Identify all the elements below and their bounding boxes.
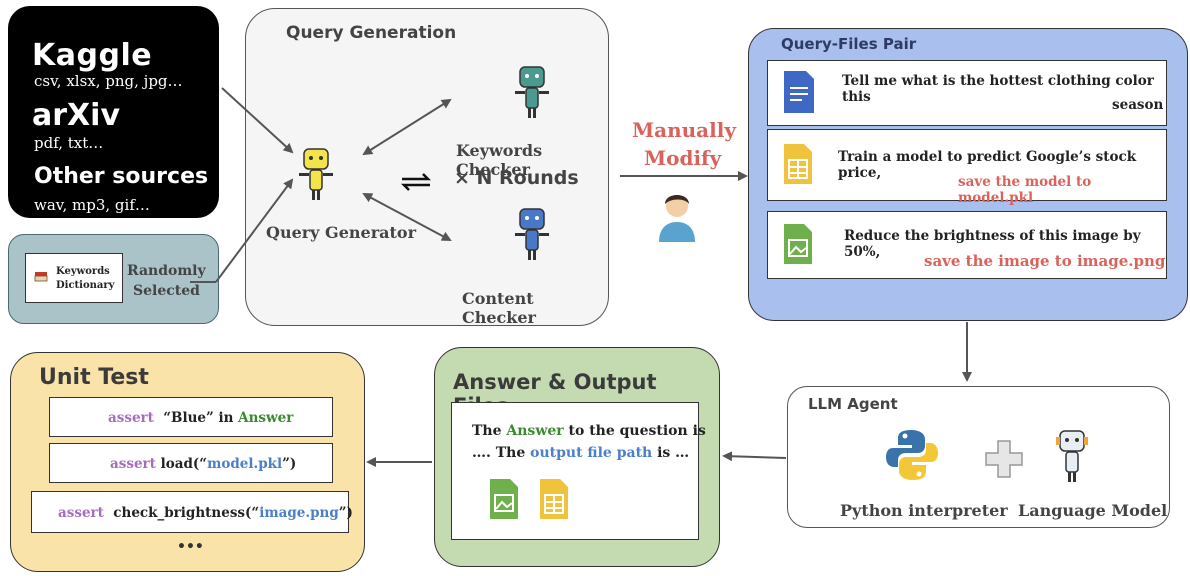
assert-keyword: assert <box>110 456 156 472</box>
arxiv-types: pdf, txt… <box>34 134 104 152</box>
modify-label: Modify <box>644 146 722 170</box>
arrow-agent-to-answer <box>722 451 787 462</box>
robot-icon <box>515 208 549 260</box>
sources-panel: Kaggle csv, xlsx, png, jpg… arXiv pdf, t… <box>8 6 219 218</box>
unit-test-text: ”) <box>338 505 353 521</box>
unit-test-line-1: assert “Blue” in Answer <box>108 410 293 426</box>
answer-text-c: …. The <box>472 445 531 461</box>
randomly-label: Randomly <box>127 263 206 279</box>
manually-label: Manually <box>632 118 736 142</box>
kaggle-types: csv, xlsx, png, jpg… <box>34 72 183 90</box>
query-card-3: Reduce the brightness of this image by 5… <box>767 211 1167 279</box>
query-text-1b: season <box>1112 97 1164 113</box>
unit-test-panel: Unit Test assert “Blue” in Answer assert… <box>10 352 365 572</box>
robot-icon <box>299 148 333 200</box>
answer-keyword: Answer <box>506 423 564 439</box>
unit-test-text: ”) <box>282 456 297 472</box>
robot-icon <box>1056 430 1088 482</box>
query-generation-title: Query Generation <box>286 23 457 43</box>
csv-file-icon <box>784 144 812 184</box>
robot-icon <box>515 66 549 118</box>
more-ellipsis: ••• <box>177 539 204 555</box>
query-text-2b: save the model to model.pkl <box>958 174 1092 206</box>
keywords-dictionary-card: Keywords Dictionary <box>25 253 123 303</box>
arxiv-label: arXiv <box>32 98 121 133</box>
keywords-dict-line1: Keywords <box>56 266 110 277</box>
unit-test-card-1: assert “Blue” in Answer <box>49 397 333 437</box>
unit-test-card-3: assert check_brightness(“image.png”) <box>31 491 353 533</box>
unit-test-line-2: assert load(“model.pkl”) <box>110 456 296 472</box>
filename-keyword: model.pkl <box>207 456 283 472</box>
query-files-pair-title: Query-Files Pair <box>781 35 917 53</box>
answer-panel: Answer & Output Files The Answer to the … <box>434 347 720 567</box>
query-card-2: Train a model to predict Google’s stock … <box>767 129 1167 206</box>
keywords-checker-label: Keywords Checker <box>456 141 543 179</box>
rounds-label: × N Rounds <box>454 167 579 189</box>
answer-text-d: is … <box>652 445 690 461</box>
unit-test-line-3: assert check_brightness(“image.png”) <box>58 505 353 521</box>
query-text-3b: save the image to image.png <box>924 252 1166 270</box>
query-text-2: Train a model to predict Google’s stock … <box>838 149 1137 181</box>
query-generator-label: Query Generator <box>266 223 416 242</box>
jpg-file-icon <box>490 479 518 519</box>
query-text-3: Reduce the brightness of this image by 5… <box>844 228 1141 260</box>
doc-file-icon <box>784 71 814 113</box>
filename-keyword: image.png <box>259 505 339 521</box>
answer-keyword: Answer <box>238 410 294 426</box>
answer-text-b: to the question is <box>563 423 706 439</box>
unit-test-text: check_brightness(“ <box>113 505 260 521</box>
plus-icon <box>985 440 1023 478</box>
keywords-panel: Keywords Dictionary Randomly Selected <box>8 234 219 324</box>
answer-line-1: The Answer to the question is <box>472 423 706 439</box>
output-path-keyword: output file path <box>530 445 653 461</box>
content-checker-label: Content Checker <box>462 289 536 327</box>
other-sources-label: Other sources <box>34 164 209 189</box>
query-files-pair-panel: Query-Files Pair Tell me what is the hot… <box>748 28 1188 321</box>
keywords-dict-line2: Dictionary <box>56 280 115 291</box>
unit-test-title: Unit Test <box>39 365 149 390</box>
answer-line-2: …. The output file path is … <box>472 445 689 461</box>
jpg-file-icon <box>784 224 812 264</box>
book-icon <box>34 272 48 282</box>
python-icon <box>886 430 938 480</box>
query-generation-panel: Query Generation Query Generator Keyword… <box>245 8 609 327</box>
csv-file-icon <box>540 479 568 519</box>
answer-card: The Answer to the question is …. The out… <box>451 402 706 540</box>
unit-test-card-2: assert load(“model.pkl”) <box>49 443 333 483</box>
loop-icon <box>400 173 432 191</box>
kaggle-label: Kaggle <box>32 38 153 73</box>
llm-agent-panel: LLM Agent Python interpreter Language Mo… <box>787 386 1170 528</box>
python-interpreter-label: Python interpreter <box>840 501 1008 520</box>
assert-keyword: assert <box>58 505 104 521</box>
unit-test-text: load(“ <box>160 456 208 472</box>
other-sources-types: wav, mp3, gif… <box>34 196 150 214</box>
llm-agent-title: LLM Agent <box>808 395 898 413</box>
unit-test-text: “Blue” in <box>163 410 239 426</box>
query-card-1: Tell me what is the hottest clothing col… <box>767 60 1167 126</box>
language-model-label: Language Model <box>1018 501 1168 520</box>
assert-keyword: assert <box>108 410 154 426</box>
person-icon <box>659 195 695 242</box>
answer-text-a: The <box>472 423 507 439</box>
query-text-1: Tell me what is the hottest clothing col… <box>842 73 1154 105</box>
selected-label: Selected <box>133 283 200 299</box>
